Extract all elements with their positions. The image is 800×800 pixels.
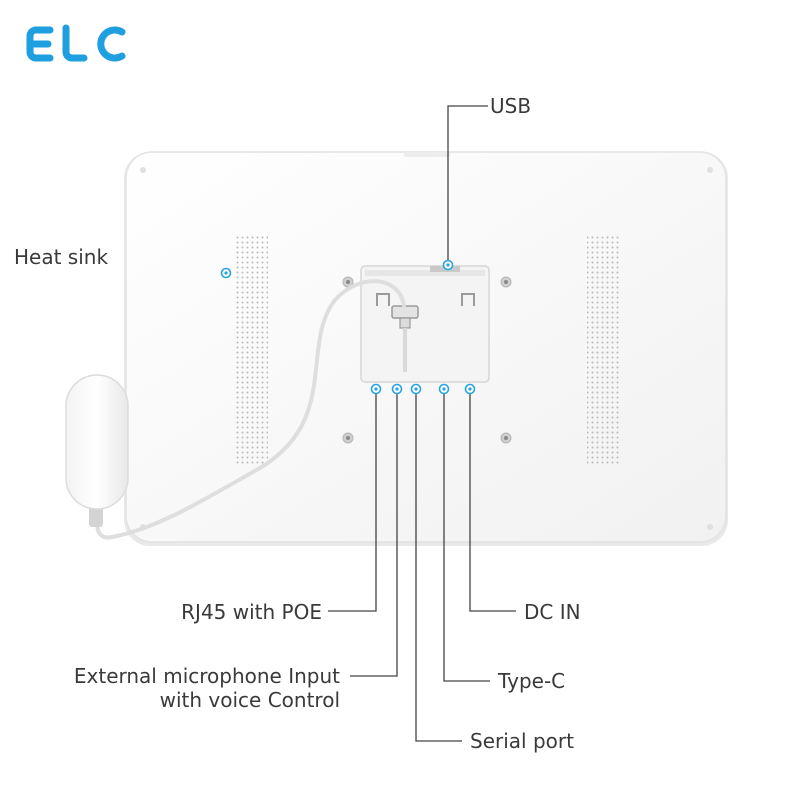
- heat-sink-callout-dot: [220, 267, 232, 279]
- usb-callout-dot: [442, 259, 454, 271]
- rj45-callout-dot: [370, 383, 382, 395]
- elc-logo: [26, 24, 126, 62]
- dc-in-callout-dot: [464, 383, 476, 395]
- type-c-label: Type-C: [498, 669, 566, 693]
- callout-dots: [220, 259, 476, 395]
- external-microphone: [65, 279, 407, 540]
- serial-callout-dot: [410, 383, 422, 395]
- heat-sink-label: Heat sink: [14, 245, 109, 269]
- microphone-label-line2: with voice Control: [159, 688, 340, 712]
- leader-lines: [328, 105, 516, 742]
- left-heat-sink-vent: [236, 234, 268, 466]
- cable-clips: [376, 293, 475, 306]
- microphone-callout-dot: [391, 383, 403, 395]
- right-heat-sink-vent: [587, 234, 619, 466]
- type-c-callout-dot: [438, 383, 450, 395]
- serial-port-label: Serial port: [470, 729, 574, 753]
- usb-label: USB: [490, 94, 532, 118]
- microphone-label-line1: External microphone Input: [73, 664, 340, 688]
- dc-in-label: DC IN: [524, 600, 581, 624]
- rj45-label: RJ45 with POE: [181, 600, 322, 624]
